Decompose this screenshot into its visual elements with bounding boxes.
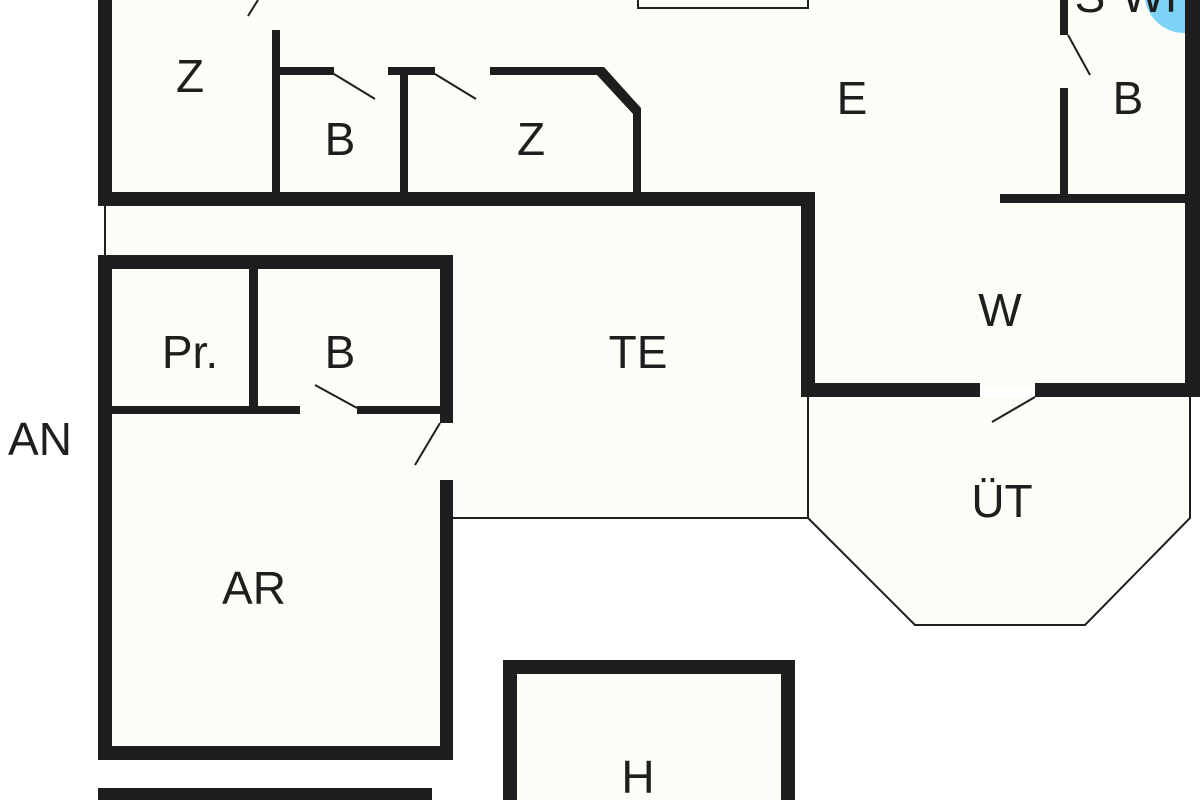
room-label-ut: ÜT bbox=[971, 475, 1032, 527]
room-label-e: E bbox=[837, 72, 868, 124]
room-label-wh: WH bbox=[1122, 0, 1199, 22]
room-label-s: S bbox=[1075, 0, 1106, 22]
window bbox=[637, 0, 809, 9]
room-label-an: AN bbox=[8, 413, 72, 465]
room-label-pr: Pr. bbox=[162, 326, 218, 378]
room-label-z: Z bbox=[176, 50, 204, 102]
floor-areas bbox=[105, 0, 1193, 800]
walls bbox=[98, 0, 1200, 800]
room-label-b: B bbox=[1113, 72, 1144, 124]
room-label-ar: AR bbox=[222, 562, 286, 614]
water-heater-fixture bbox=[1145, 0, 1185, 34]
room-label-b: B bbox=[325, 113, 356, 165]
door-swings bbox=[247, 0, 1091, 466]
room-label-te: TE bbox=[609, 326, 668, 378]
room-label-h: H bbox=[621, 751, 654, 800]
room-label-w: W bbox=[978, 284, 1022, 336]
room-label-z: Z bbox=[517, 113, 545, 165]
room-label-b: B bbox=[325, 326, 356, 378]
thin-lines bbox=[104, 206, 1191, 626]
